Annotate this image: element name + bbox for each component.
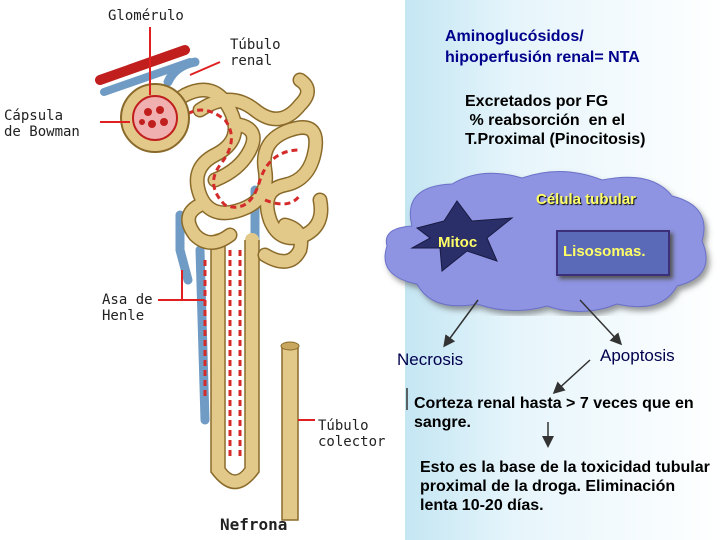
excretion-text: Excretados por FG % reabsorción en el T.… xyxy=(465,93,646,148)
capsula-label: Cápsula de Bowman xyxy=(4,108,80,140)
necrosis-label: Necrosis xyxy=(397,350,464,369)
tubulo-renal-label: Túbulo renal xyxy=(230,37,281,69)
mitochondria-shape xyxy=(410,200,514,272)
asa-henle-label: Asa de Henle xyxy=(102,292,153,324)
tubulo-colector-label: Túbulo colector xyxy=(318,418,386,450)
slide-title: Aminoglucósidos/ hipoperfusión renal= NT… xyxy=(445,28,640,66)
apoptosis-label: Apoptosis xyxy=(600,346,675,365)
cell-title: Célula tubular xyxy=(536,191,637,208)
lysosome-box xyxy=(556,230,670,276)
lysosome-label: Lisosomas. xyxy=(563,243,646,260)
cell-cloud xyxy=(384,171,707,313)
mitochondria-label: Mitoc xyxy=(438,234,478,251)
nefrona-label: Nefrona xyxy=(220,515,288,534)
nephron-illustration xyxy=(95,27,329,521)
glomerulo-label: Glomérulo xyxy=(108,8,184,24)
cortex-note: Corteza renal hasta > 7 veces que en san… xyxy=(414,395,694,431)
toxicity-note: Esto es la base de la toxicidad tubular … xyxy=(420,459,710,514)
